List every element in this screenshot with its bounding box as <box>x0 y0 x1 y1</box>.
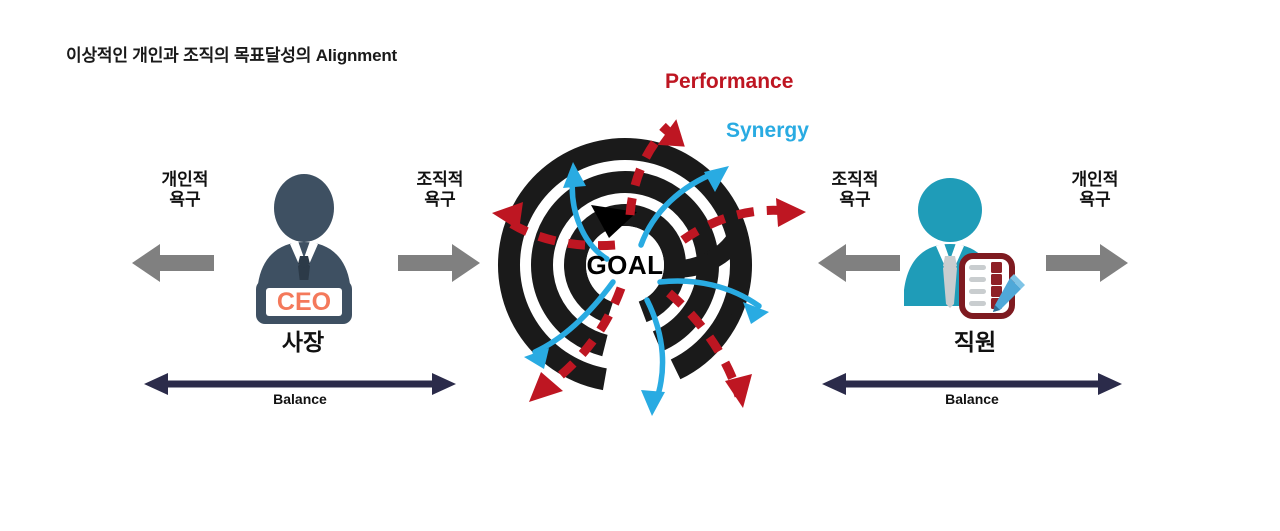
synergy-arrowheads <box>524 162 769 416</box>
left-balance-label: Balance <box>273 391 327 407</box>
left-balance-arrow <box>144 373 456 395</box>
synergy-label: Synergy <box>726 119 809 142</box>
ceo-person-icon: CEO <box>256 174 352 324</box>
gray-arrow-left-outward <box>132 244 214 282</box>
right-inward-need-label: 조직적 욕구 <box>831 170 879 210</box>
gray-arrow-left-inward <box>818 244 900 282</box>
goal-label: GOAL <box>586 250 664 280</box>
ceo-badge-text: CEO <box>277 288 331 316</box>
checklist-icon <box>959 253 1015 319</box>
right-balance-label: Balance <box>945 391 999 407</box>
left-inward-need-label: 조직적 욕구 <box>416 170 464 210</box>
pen-icon <box>993 274 1025 312</box>
goal-spiral-graphic <box>492 119 806 416</box>
gray-arrow-right-inward <box>398 244 480 282</box>
right-balance-arrow <box>822 373 1122 395</box>
performance-arrowheads <box>492 119 806 408</box>
inward-goal-arrowhead <box>591 205 637 238</box>
page-title: 이상적인 개인과 조직의 목표달성의 Alignment <box>66 46 397 65</box>
ceo-caption: 사장 <box>281 329 325 355</box>
left-outward-need-label: 개인적 욕구 <box>161 170 209 210</box>
employee-caption: 직원 <box>953 329 997 355</box>
employee-person-icon <box>904 178 1025 319</box>
performance-label: Performance <box>665 70 794 93</box>
gray-arrow-right-outward <box>1046 244 1128 282</box>
right-outward-need-label: 개인적 욕구 <box>1071 170 1119 210</box>
